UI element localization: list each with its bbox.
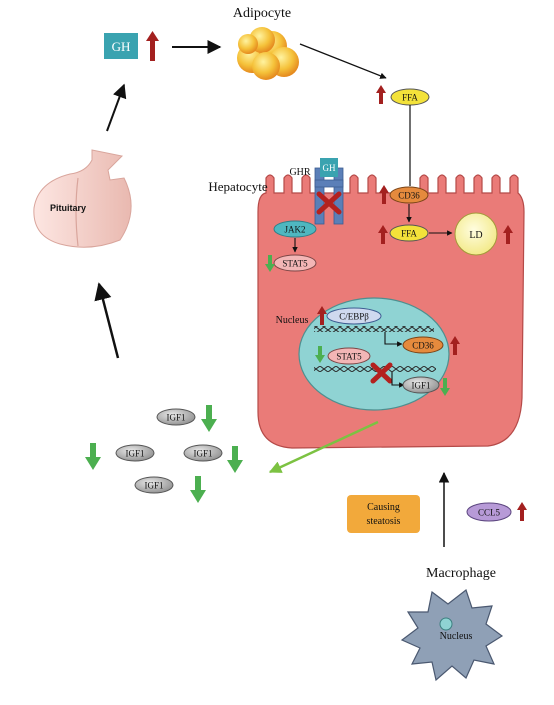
adipocyte-cluster — [237, 27, 299, 80]
ccl5-label: CCL5 — [478, 508, 501, 518]
lipid-droplet — [454, 212, 498, 256]
ccl5 — [466, 502, 512, 522]
igf1-down-arrow-2 — [85, 443, 101, 470]
gh-ligand — [320, 158, 338, 177]
macrophage-label: Macrophage — [426, 566, 496, 581]
igf1-down-arrow-3 — [227, 446, 243, 473]
ccl5-up-arrow — [517, 502, 527, 521]
ld-label: LD — [469, 230, 482, 241]
steatosis-label: steatosis — [367, 516, 401, 527]
stat5-cytoplasm — [273, 254, 317, 272]
dna-strand-1 — [314, 326, 434, 332]
arrow-adipocyte-to-ffa — [299, 43, 387, 79]
cebpb-up-arrow — [317, 306, 327, 325]
igf1-pill-b-label: IGF1 — [125, 449, 144, 459]
jak2-label: JAK2 — [284, 225, 305, 235]
ghr-label: GHR — [289, 167, 310, 178]
stat5-nucleus-down-arrow — [315, 346, 325, 363]
igf1-nucleus — [402, 376, 440, 394]
stat5-down-arrow — [265, 255, 275, 272]
cd36-membrane-label: CD36 — [398, 191, 420, 201]
stat5-nucleus-label: STAT5 — [336, 352, 362, 362]
pituitary-label: Pituitary — [50, 203, 86, 213]
ffa-top-label: FFA — [402, 93, 418, 103]
macrophage-cell — [400, 589, 504, 682]
arrow-dna-to-cd36 — [384, 332, 403, 347]
igf1-nucleus-label: IGF1 — [411, 381, 430, 391]
ld-up-arrow — [503, 225, 513, 244]
stat5-nucleus — [327, 347, 371, 365]
cd36-nucleus — [402, 336, 444, 354]
arrow-igf1-secretion — [268, 420, 379, 474]
ffa-up-arrow — [376, 85, 386, 104]
igf1-nucleus-down-arrow — [440, 378, 450, 396]
gh-ligand-label: GH — [323, 163, 336, 173]
macrophage-nucleus-label: Nucleus — [440, 631, 473, 642]
gh-up-arrow — [146, 31, 159, 61]
igf1-down-arrow-1 — [201, 405, 217, 432]
ffa-inner — [389, 224, 429, 242]
ffa-inner-label: FFA — [401, 229, 417, 239]
igf1-pill-a — [156, 408, 196, 426]
gh-box — [104, 33, 138, 59]
ghr-block-x — [316, 191, 342, 215]
nucleus-label: Nucleus — [276, 315, 309, 326]
igf1-pill-a-label: IGF1 — [166, 413, 185, 423]
cd36-nucleus-up-arrow — [450, 336, 460, 355]
igf1-pill-d — [134, 476, 174, 494]
arrow-dna-to-igf1 — [391, 372, 405, 388]
adipocyte-label: Adipocyte — [233, 6, 291, 21]
igf1-pill-b — [115, 444, 155, 462]
arrow-igf1-to-pituitary — [94, 282, 120, 359]
igf1-pill-c — [183, 444, 223, 462]
hepatocyte-label: Hepatocyte — [208, 179, 267, 194]
cebpb — [326, 307, 382, 325]
cd36-nucleus-label: CD36 — [412, 341, 434, 351]
igf1-block-x — [370, 362, 393, 384]
arrow-pituitary-to-gh — [106, 83, 127, 132]
cebpb-label: C/EBPβ — [339, 312, 369, 322]
jak2 — [273, 220, 317, 238]
gh-box-label: GH — [112, 39, 131, 54]
ffa-inner-up-arrow — [378, 225, 388, 244]
cd36-up-arrow — [379, 185, 389, 204]
macrophage-nucleus — [439, 617, 453, 631]
stat5-cytoplasm-label: STAT5 — [282, 259, 308, 269]
causing-steatosis-box — [347, 495, 420, 533]
igf1-down-arrow-4 — [190, 476, 206, 503]
cd36-membrane — [389, 186, 429, 204]
pituitary-gland — [33, 149, 132, 248]
igf1-pill-c-label: IGF1 — [193, 449, 212, 459]
igf1-pill-d-label: IGF1 — [144, 481, 163, 491]
causing-label: Causing — [367, 502, 400, 513]
